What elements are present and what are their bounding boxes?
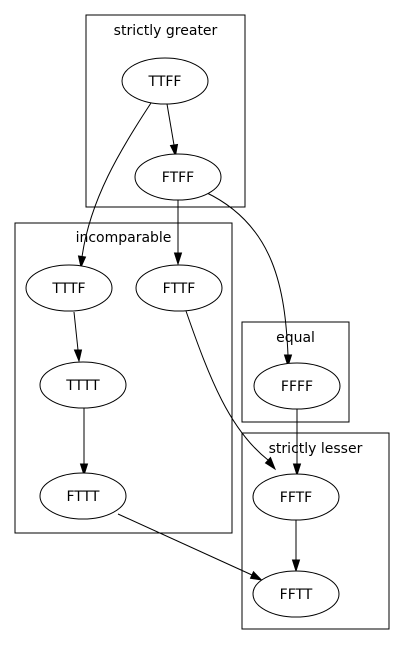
node-fttf-label: FTTF [163, 281, 196, 297]
edge-ttff-tttf [77, 102, 152, 269]
node-tttf-label: TTTF [51, 281, 85, 297]
edge-ftff-ffff-line [204, 191, 289, 356]
node-ttff: TTFF [121, 57, 209, 105]
cluster-strictly-greater: strictly greater [85, 14, 246, 208]
cluster-equal: equal [241, 321, 350, 423]
edge-ttff-ftff-arrow [169, 143, 179, 158]
edge-tttf-tttt [73, 311, 83, 363]
edge-ftff-ffff-arrow [283, 354, 293, 368]
node-ffff-label: FFFF [281, 379, 313, 395]
node-fttt-ellipse [39, 472, 127, 520]
edge-ttff-tttf-line [81, 102, 152, 258]
edge-ttff-ftff [166, 103, 179, 158]
node-tttt: TTTT [39, 361, 127, 409]
cluster-strictly-lesser: strictly lesser [241, 432, 390, 630]
edge-fftf-fftt [291, 520, 301, 573]
node-fttt: FTTT [39, 472, 127, 520]
node-fftt: FFTT [252, 570, 340, 618]
node-fftt-ellipse [252, 570, 340, 618]
edge-fttf-fftf [185, 310, 277, 471]
node-fttt-label: FTTT [67, 489, 100, 505]
nodes: TTFF FTFF TTTF FTTF TTTT FTTT FFFF FFTF [25, 57, 341, 618]
node-ftff: FTFF [134, 153, 222, 201]
edge-tttf-tttt-line [73, 311, 79, 351]
edge-fttt-fftt-arrow [249, 570, 263, 581]
edge-fttt-fftt-line [117, 513, 253, 576]
edge-ffff-fftf [292, 408, 302, 477]
cluster-equal-label: equal [276, 330, 315, 346]
edge-fttt-fftt [117, 513, 263, 581]
edge-ftff-fttf-arrow [173, 252, 183, 266]
edge-tttt-fttt [79, 408, 89, 477]
edge-ttff-tttf-arrow [77, 255, 87, 269]
node-tttt-label: TTTT [65, 378, 100, 394]
node-ttff-label: TTFF [148, 74, 182, 90]
node-fttf-ellipse [135, 264, 223, 312]
edges [73, 102, 302, 581]
node-ftff-ellipse [134, 153, 222, 201]
node-fttf: FTTF [135, 264, 223, 312]
edge-tttt-fttt-arrow [79, 463, 89, 477]
cluster-strictly-greater-box [85, 14, 246, 208]
cluster-equal-box [241, 321, 350, 423]
cluster-incomparable: incomparable [14, 222, 233, 534]
node-ffff-ellipse [253, 362, 341, 410]
node-fftf-ellipse [252, 473, 340, 521]
edge-fftf-fftt-arrow [291, 559, 301, 573]
edge-ftff-ffff [204, 191, 293, 368]
cluster-incomparable-label: incomparable [76, 230, 172, 246]
cluster-strictly-greater-label: strictly greater [114, 23, 218, 39]
node-tttf-ellipse [25, 264, 113, 312]
edge-fttf-fftf-line [185, 310, 269, 461]
edge-tttf-tttt-arrow [73, 349, 83, 363]
cluster-incomparable-box [14, 222, 233, 534]
edge-fttf-fftf-arrow [264, 456, 277, 471]
cluster-strictly-lesser-box [241, 432, 390, 630]
node-ftff-label: FTFF [162, 170, 194, 186]
node-tttt-ellipse [39, 361, 127, 409]
cluster-strictly-lesser-label: strictly lesser [269, 441, 363, 457]
node-ffff: FFFF [253, 362, 341, 410]
node-ttff-ellipse [121, 57, 209, 105]
node-fftf: FFTF [252, 473, 340, 521]
node-tttf: TTTF [25, 264, 113, 312]
edge-ftff-fttf [173, 200, 183, 266]
node-fftf-label: FFTF [280, 490, 312, 506]
edge-ttff-ftff-line [166, 103, 175, 146]
edge-ffff-fftf-arrow [292, 463, 302, 477]
node-fftt-label: FFTT [280, 587, 313, 603]
